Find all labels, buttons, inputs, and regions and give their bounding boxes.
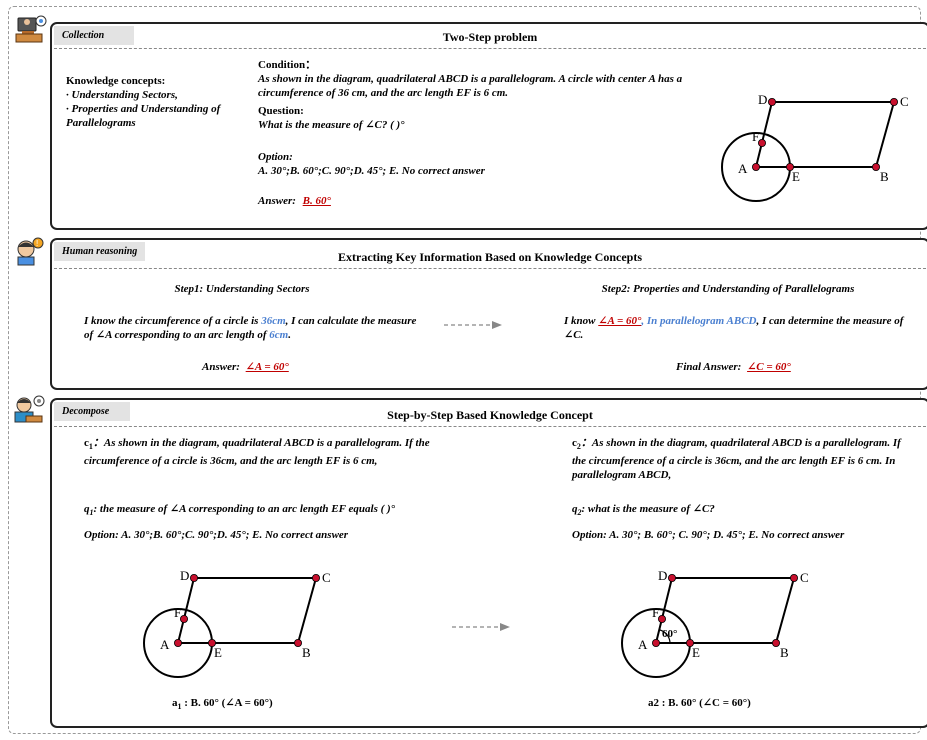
collection-tag: Collection — [54, 26, 134, 45]
a1-label: a — [172, 697, 178, 709]
divider — [54, 268, 926, 269]
circumference-value: 36cm — [261, 315, 286, 327]
step2-text-d: , I can determine the measure of ∠C. — [564, 315, 904, 341]
arrow-right-icon — [444, 321, 502, 329]
step2-text: I know ∠A = 60°, In parallelogram ABCD, … — [564, 314, 909, 342]
answer-label: Answer: — [258, 195, 296, 207]
c1-text: c1：As shown in the diagram, quadrilatera… — [84, 436, 444, 468]
answer-line: Answer: B. 60° — [258, 194, 331, 208]
step1-title: Step1: Understanding Sectors — [174, 283, 310, 295]
q2-body: : what is the measure of ∠C? — [581, 503, 715, 515]
human-reasoning-tag: Human reasoning — [54, 242, 146, 261]
decompose-tag: Decompose — [54, 402, 130, 421]
q2-sub: 2 — [577, 508, 582, 518]
condition-text: As shown in the diagram, quadrilateral A… — [258, 73, 683, 99]
decompose-panel: Decompose Step-by-Step Based Knowledge C… — [50, 398, 927, 728]
c1-body: ：As shown in the diagram, quadrilateral … — [84, 437, 430, 468]
step2-answer-value: ∠C = 60° — [747, 361, 791, 373]
a1-body: : B. 60° (∠A = 60°) — [181, 697, 273, 709]
step1-text-a: I know the circumference of a circle is — [84, 315, 262, 327]
kc-item-1: · Understanding Sectors, — [66, 89, 178, 101]
human-reasoning-panel: Human reasoning Extracting Key Informati… — [50, 238, 927, 390]
a1-sub: 1 — [177, 702, 182, 712]
option1-text: Option: A. 30°;B. 60°;C. 90°;D. 45°; E. … — [84, 529, 349, 541]
a2-text: a2 : B. 60° (∠C = 60°) — [648, 697, 751, 709]
step2-answer-label: Final Answer: — [676, 361, 742, 373]
collection-title: Two-Step problem — [442, 30, 538, 44]
c2-label: c — [572, 437, 577, 449]
a1-text: a1 : B. 60° (∠A = 60°) — [172, 696, 273, 714]
c2-body: ：As shown in the diagram, quadrilateral … — [572, 437, 901, 482]
reading-person-icon — [14, 395, 45, 423]
answer-value: B. 60° — [302, 195, 331, 207]
option-text: A. 30°;B. 60°;C. 90°;D. 45°; E. No corre… — [258, 165, 485, 177]
step1-answer: Answer: ∠A = 60° — [202, 360, 289, 374]
step2-title: Step2: Properties and Understanding of P… — [601, 283, 855, 295]
c1-sub: 1 — [88, 442, 93, 452]
human-reasoning-title: Extracting Key Information Based on Know… — [338, 250, 642, 264]
question-text: What is the measure of ∠C? ( )° — [258, 119, 405, 131]
arc-length-value: 6cm — [269, 329, 289, 341]
arrow-right-icon — [452, 623, 510, 631]
c2-text: c2：As shown in the diagram, quadrilatera… — [572, 436, 917, 482]
collection-panel: Collection Two-Step problem Knowledge co… — [50, 22, 927, 230]
computer-user-icon — [15, 15, 47, 43]
q1-text: q1: the measure of ∠A corresponding to a… — [84, 502, 395, 520]
step1-text-e: . — [288, 329, 291, 341]
option-label: Option: — [258, 151, 293, 163]
q2-text: q2: what is the measure of ∠C? — [572, 502, 715, 520]
svg-text:!: ! — [36, 239, 38, 248]
parallelogram-ref: , In parallelogram ABCD — [641, 315, 757, 327]
step2-answer: Final Answer: ∠C = 60° — [676, 360, 791, 374]
divider — [54, 48, 926, 49]
decompose-title: Step-by-Step Based Knowledge Concept — [387, 408, 593, 422]
kc-heading: Knowledge concepts: — [66, 75, 166, 87]
step1-text: I know the circumference of a circle is … — [84, 314, 424, 342]
option2-text: Option: A. 30°; B. 60°; C. 90°; D. 45°; … — [572, 529, 845, 541]
question-label: Question: — [258, 105, 304, 117]
kc-item-2: · Properties and Understanding of Parall… — [66, 103, 221, 129]
angle-a-value: ∠A = 60° — [598, 315, 642, 327]
step1-text-c: , I can calculate the measure of ∠A corr… — [84, 315, 417, 341]
q2-label: q — [572, 503, 578, 515]
step1-answer-label: Answer: — [202, 361, 240, 373]
q1-body: : the measure of ∠A corresponding to an … — [93, 503, 396, 515]
divider — [54, 426, 926, 427]
c2-sub: 2 — [576, 442, 581, 452]
q1-label: q — [84, 503, 90, 515]
step2-text-a: I know — [564, 315, 599, 327]
step1-answer-value: ∠A = 60° — [245, 361, 289, 373]
condition-label: Condition： — [258, 59, 317, 71]
q1-sub: 1 — [89, 508, 94, 518]
c1-label: c — [84, 437, 89, 449]
thinking-person-icon: ! — [17, 237, 44, 266]
